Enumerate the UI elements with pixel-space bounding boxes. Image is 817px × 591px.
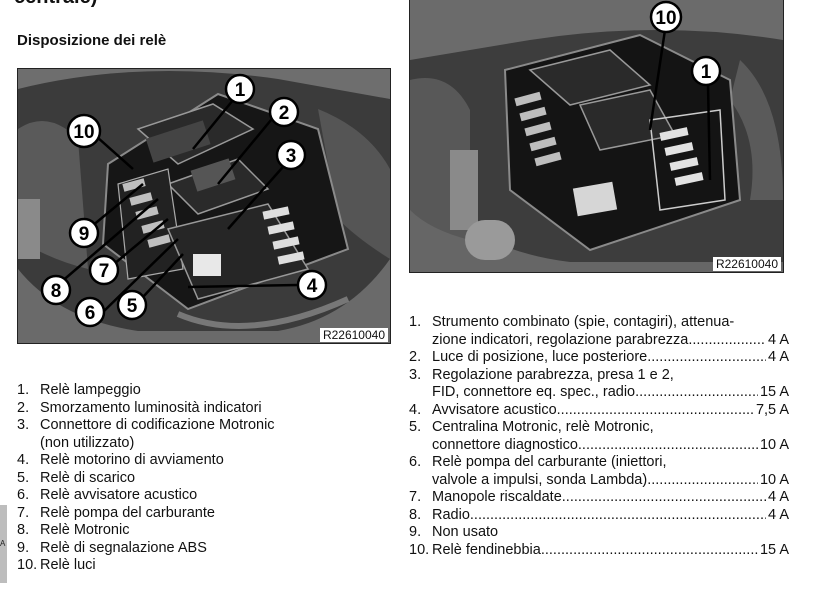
svg-text:6: 6 (85, 303, 96, 324)
svg-text:7: 7 (99, 261, 110, 282)
page-title-fragment: centrale) (14, 0, 97, 9)
svg-text:8: 8 (51, 281, 62, 302)
callout-3: 3 (275, 139, 307, 171)
legend-item: valvole a impulsi, sonda Lambda)10 A (409, 472, 789, 490)
legend-item: 2.Smorzamento luminosità indicatori (17, 399, 262, 416)
svg-text:2: 2 (279, 103, 290, 124)
fuse-rating: 10 A (759, 471, 789, 488)
callout-5: 5 (116, 289, 148, 321)
fuse-rating: 4 A (768, 506, 789, 523)
svg-text:1: 1 (701, 62, 712, 83)
fuse-box-illustration: 10 1 (410, 0, 783, 272)
legend-item: FID, connettore eq. spec., radio15 A (409, 384, 789, 402)
fuse-rating: 15 A (759, 384, 789, 400)
fuse-box-photo-right: 10 1 R22610040 (409, 0, 784, 273)
callout-6: 6 (74, 296, 106, 328)
fuse-rating: 4 A (768, 349, 789, 365)
fuse-rating: 4 A (768, 489, 789, 505)
legend-item: (non utilizzato) (40, 434, 135, 451)
legend-item: 10.Relè luci (17, 557, 96, 573)
figure-reference-code: R22610040 (319, 328, 388, 342)
callout-7: 7 (88, 254, 120, 286)
legend-item: 10.Relè fendinebbia15 A (409, 542, 789, 560)
legend-item: 4.Relè motorino di avviamento (17, 452, 224, 468)
legend-item: 8.Relè Motronic (17, 522, 130, 538)
relay-box-photo-left: 1 2 3 4 5 6 7 8 9 10 R22610040 (17, 68, 391, 344)
fuse-rating: 7,5 A (755, 401, 789, 418)
svg-text:3: 3 (286, 146, 297, 167)
legend-item: connettore diagnostico10 A (409, 437, 789, 455)
svg-text:4: 4 (307, 276, 318, 297)
legend-item: 5.Centralina Motronic, relè Motronic, (409, 419, 654, 435)
legend-item: 1.Strumento combinato (spie, contagiri),… (409, 314, 735, 330)
legend-item: 6.Relè pompa del carburante (iniettori, (409, 454, 667, 470)
fuse-rating: 15 A (759, 541, 789, 558)
figure-reference-code: R22610040 (712, 257, 781, 271)
legend-item: 5.Relè di scarico (17, 469, 136, 486)
legend-item: 3.Regolazione parabrezza, presa 1 e 2, (409, 366, 674, 383)
callout-10: 10 (66, 113, 102, 149)
svg-text:9: 9 (79, 224, 90, 245)
legend-item: 6.Relè avvisatore acustico (17, 487, 198, 503)
fuse-rating: 10 A (759, 436, 789, 453)
fuse-legend: 1.Strumento combinato (spie, contagiri),… (409, 314, 789, 559)
svg-text:10: 10 (655, 8, 676, 29)
callout-4: 4 (296, 269, 328, 301)
svg-text:5: 5 (127, 296, 138, 317)
svg-text:1: 1 (235, 80, 246, 101)
callout-8: 8 (40, 274, 72, 306)
margin-tab: A (0, 505, 7, 583)
callout-1: 1 (690, 55, 722, 87)
legend-item: 9.Relè di segnalazione ABS (17, 539, 207, 556)
callout-10: 10 (649, 0, 683, 34)
callout-9: 9 (68, 217, 100, 249)
legend-item: zione indicatori, regolazione parabrezza… (409, 332, 789, 350)
section-title: Disposizione dei relè (17, 32, 167, 49)
legend-item: 8.Radio4 A (409, 507, 789, 525)
legend-item: 2.Luce di posizione, luce posteriore4 A (409, 349, 789, 367)
legend-item: 3.Connettore di codificazione Motronic (17, 417, 275, 433)
fuse-rating: 4 A (768, 331, 789, 348)
relay-box-illustration: 1 2 3 4 5 6 7 8 9 10 (18, 69, 390, 343)
legend-item: 1.Relè lampeggio (17, 382, 141, 398)
legend-item: 7.Relè pompa del carburante (17, 504, 215, 521)
legend-item: 9.Non usato (409, 524, 499, 540)
callout-2: 2 (268, 96, 300, 128)
svg-text:10: 10 (73, 122, 94, 143)
legend-item: 7.Manopole riscaldate4 A (409, 489, 789, 507)
callout-1: 1 (224, 73, 256, 105)
